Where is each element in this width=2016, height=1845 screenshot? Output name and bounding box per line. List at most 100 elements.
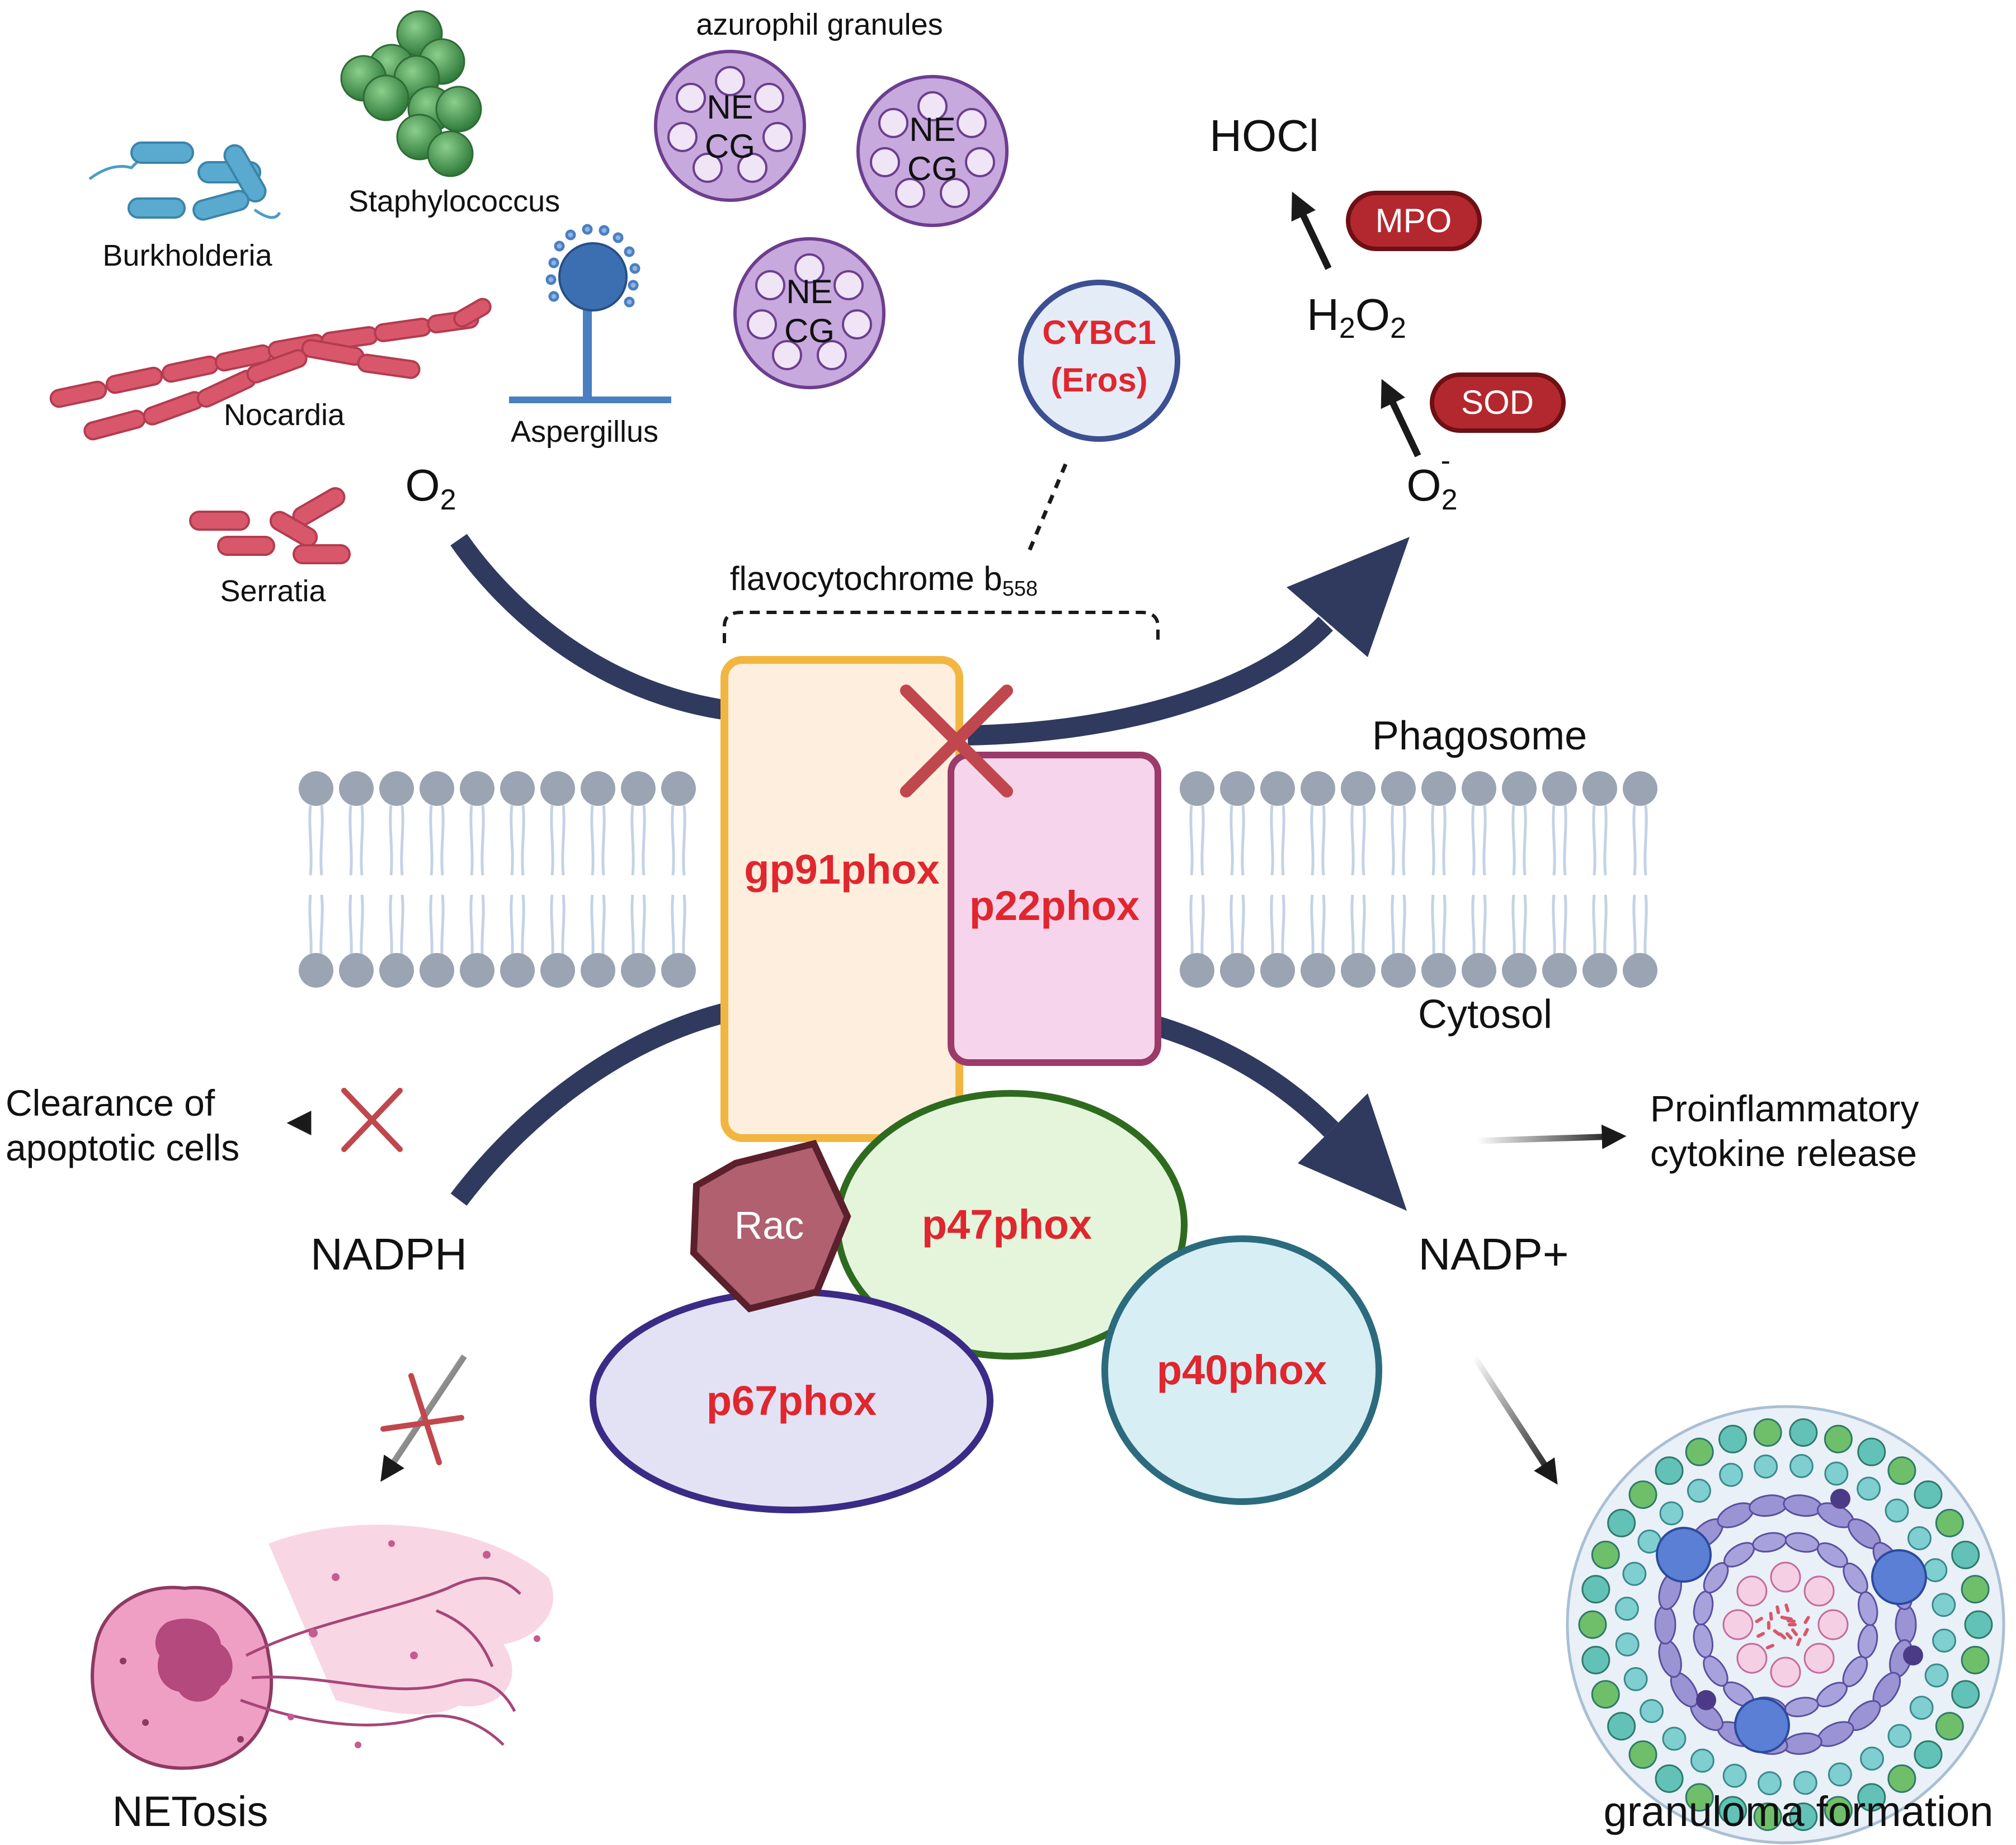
lymphocyte-cell [1924, 1663, 1949, 1688]
lymphocyte-cell [1662, 1726, 1687, 1751]
bacterium-mark [1803, 1627, 1809, 1636]
granuloma-arrow [1471, 1354, 1558, 1485]
lipid-tail [389, 805, 393, 876]
lipid-tail [671, 894, 675, 962]
superoxide-out-arrow [967, 616, 1333, 745]
lipid-head [379, 953, 414, 988]
lipid-tail [1632, 805, 1637, 876]
lipid-head [420, 771, 454, 806]
lipid-tail [1603, 805, 1608, 876]
lipid-head [299, 771, 333, 806]
lipid-tail [469, 805, 474, 876]
lipid-tail [1511, 805, 1516, 876]
nocardia-illustration [49, 298, 492, 441]
clearance-label-line2: apoptotic cells [6, 1127, 239, 1168]
lipid-tail [1523, 894, 1527, 962]
lipid-tail [510, 894, 514, 962]
lymphocyte-cell [1614, 1597, 1639, 1621]
lymphocyte-cell [1824, 1424, 1853, 1454]
proinflammatory-arrow [1476, 1124, 1627, 1149]
lipid-tail [1402, 894, 1406, 962]
sod-enzyme [1430, 372, 1566, 433]
lymphocyte-cell [1951, 1540, 1980, 1569]
cybc1-circle [1018, 280, 1180, 442]
flavocytochrome-label: flavocytochrome b558 [730, 560, 1038, 601]
superoxide-sub: 2 [1442, 484, 1458, 516]
h2o2-sub2: 2 [1390, 312, 1406, 345]
nocardia-label: Nocardia [224, 398, 345, 432]
lipid-tail [1471, 805, 1476, 876]
nadph-in-arrow [450, 1002, 730, 1206]
lymphocyte-cell [1655, 1456, 1684, 1485]
lipid-tail [1442, 894, 1447, 962]
flavocytochrome-base: flavocytochrome b [730, 560, 1002, 597]
bacterium-mark [1780, 1615, 1789, 1621]
burkholderia-illustration [88, 141, 281, 221]
lymphocyte-cell [1719, 1462, 1744, 1487]
lipid-tail [1482, 894, 1487, 962]
lipid-tail [671, 805, 675, 876]
lipid-tail [1511, 894, 1516, 962]
lipid-tail [601, 894, 606, 962]
superoxide-arrowhead [1287, 537, 1410, 657]
lipid-tail [1189, 894, 1194, 962]
lipid-head [1301, 771, 1335, 806]
lipid-head [1301, 953, 1335, 988]
lipid-tail [348, 894, 353, 962]
lipid-head [1260, 771, 1295, 806]
lipid-head [1260, 953, 1295, 988]
lymphocyte-cell [1914, 1480, 1943, 1509]
nadp-out-arrow [1155, 1016, 1339, 1137]
lymphocyte-cell [1964, 1610, 1993, 1639]
hocl-label: HOCl [1209, 111, 1319, 161]
lipid-tail [1643, 894, 1648, 962]
macrophage-cell [1858, 1591, 1878, 1626]
lymphocyte-cell [1951, 1680, 1980, 1709]
lymphocyte-cell [1887, 1724, 1912, 1748]
nadph-label: NADPH [310, 1229, 467, 1279]
lipid-head [1220, 771, 1255, 806]
lipid-tail [561, 894, 566, 962]
lipid-head [339, 771, 374, 806]
proinflammatory-label-line1: Proinflammatory [1650, 1088, 1919, 1129]
lymphocyte-cell [1659, 1501, 1684, 1526]
lymphocyte-cell [1628, 1740, 1657, 1769]
lymphocyte-cell [1857, 1476, 1881, 1501]
lipid-tail [521, 894, 525, 962]
lipid-tail [1362, 805, 1366, 876]
bacterium-mark [1784, 1603, 1790, 1612]
lipid-tail [1281, 894, 1285, 962]
lipid-bilayer [299, 771, 1657, 988]
lipid-head [581, 771, 615, 806]
lipid-tail [1482, 805, 1487, 876]
giant-cell [1734, 1697, 1790, 1753]
gp91-defect-x-mark [900, 685, 1013, 798]
phagosome-label: Phagosome [1372, 714, 1587, 758]
lipid-tail [1189, 805, 1194, 876]
dendritic-cell [1830, 1489, 1850, 1509]
cytosol-label: Cytosol [1418, 992, 1552, 1037]
azurophil-granule-3: NE CG [733, 237, 885, 389]
staphylococcus-illustration [340, 10, 482, 177]
lipid-head [299, 953, 333, 988]
lipid-tail [1552, 894, 1556, 962]
lymphocyte-cell [1685, 1437, 1714, 1466]
lipid-tail [510, 805, 514, 876]
lymphocyte-cell [1607, 1712, 1636, 1741]
lipid-head [1462, 953, 1496, 988]
lipid-tail [1241, 805, 1245, 876]
flavocytochrome-bracket [723, 611, 1160, 643]
lipid-tail [1270, 894, 1274, 962]
lipid-tail [1281, 805, 1285, 876]
lipid-tail [642, 894, 646, 962]
lipid-head [1381, 953, 1416, 988]
lipid-tail [630, 805, 635, 876]
aspergillus-label: Aspergillus [511, 415, 658, 449]
lipid-tail [630, 894, 635, 962]
lipid-tail [1391, 894, 1395, 962]
lipid-tail [1391, 805, 1395, 876]
lymphocyte-cell [1687, 1479, 1711, 1503]
neutrophil-cell [1770, 1561, 1801, 1593]
bacterium-mark [1775, 1605, 1781, 1615]
burkholderia-label: Burkholderia [102, 239, 272, 272]
